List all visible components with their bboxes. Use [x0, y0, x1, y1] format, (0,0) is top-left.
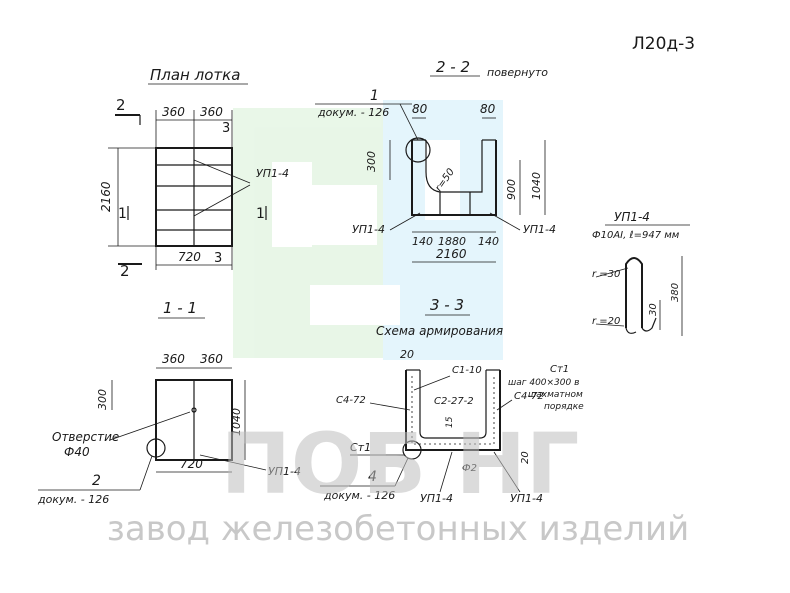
section-11-dim-left: 360: [162, 352, 185, 366]
section-33-ct1-top: Ст1: [550, 364, 569, 375]
plan-dim-top-left: 360: [162, 105, 185, 119]
section-22-callout-doc: докум. - 126: [317, 106, 389, 119]
section-11-dim-1040: 1040: [230, 408, 243, 436]
watermark-brand: ПОБ НГ: [221, 415, 580, 513]
section-33-dim-20: 20: [400, 348, 414, 361]
loop-title: УП1-4: [614, 210, 650, 224]
section-22-dim-140-right: 140: [478, 235, 499, 248]
loop-detail: УП1-4 Ф10АI, ℓ=947 мм r =30 r =20 30 380: [592, 210, 690, 336]
section-22-note: повернуто: [487, 66, 548, 79]
loop-dim-30: 30: [648, 303, 659, 316]
loop-r20: r =20: [592, 316, 620, 327]
plan-view: План лотка 360 360 2160 720 2 2 1 1: [99, 66, 289, 280]
watermark-logo: [233, 100, 503, 360]
section-11-hole-label: Отверстие: [52, 430, 119, 444]
plan-section-3-bottom: 3: [214, 251, 222, 266]
section-11-callout-doc: докум. - 126: [37, 493, 109, 506]
plan-dim-top-right: 360: [200, 105, 223, 119]
section-22-rebar-right: УП1-4: [523, 223, 556, 236]
section-22-dim-1880: 1880: [438, 235, 466, 248]
plan-section-1-left: 1: [118, 206, 127, 222]
section-33-mesh-c1: С1-10: [452, 365, 482, 376]
section-33-mesh-c4-left: С4-72: [336, 395, 366, 406]
section-11-dim-720: 720: [180, 457, 203, 471]
section-11-rebar: УП1-4: [268, 465, 301, 478]
section-22-dim-wall-left: 80: [412, 102, 428, 116]
plan-dim-length: 2160: [99, 181, 113, 212]
plan-section-2-top: 2: [116, 96, 126, 114]
section-22-dim-2160: 2160: [436, 247, 467, 261]
section-33-step-note-3: порядке: [544, 402, 584, 412]
section-11-dim-right: 360: [200, 352, 223, 366]
plan-title: План лотка: [150, 66, 240, 84]
section-22-callout-num: 1: [370, 88, 379, 104]
plan-dim-bottom: 720: [178, 250, 201, 264]
section-22-dim-1040: 1040: [530, 172, 543, 200]
section-33-dim-20-right: 20: [520, 451, 531, 464]
section-33-step-note-1: шаг 400×300 в: [508, 378, 579, 388]
section-33-mesh-c2: С2-27-2: [434, 396, 474, 407]
section-22-dim-300: 300: [365, 151, 378, 172]
loop-dim-380: 380: [670, 283, 681, 302]
section-33-phi2: Ф2: [462, 463, 477, 474]
section-11-callout-num: 2: [92, 473, 101, 489]
section-11-dim-300: 300: [96, 389, 109, 410]
section-22-rebar-left: УП1-4: [352, 223, 385, 236]
plan-rebar-label: УП1-4: [256, 167, 289, 180]
section-3-3: 3 - 3 Схема армирования 20 С1-10 Ст1 шаг…: [320, 296, 584, 505]
section-33-ct1-left: Ст1: [350, 441, 371, 454]
section-11-hole-dia: Ф40: [64, 445, 90, 459]
section-2-2: 2 - 2 повернуто 1 докум. - 126 80 80 300…: [315, 58, 556, 263]
loop-r30: r =30: [592, 269, 620, 280]
section-33-step-note-2: шахматном: [528, 390, 583, 400]
watermark-tagline: завод железобетонных изделий: [107, 509, 689, 549]
section-1-1: 1 - 1 360 360 300 1040 Отверстие Ф40 720…: [37, 299, 301, 506]
section-33-title: 3 - 3: [430, 296, 464, 314]
section-33-callout-doc: докум. - 126: [323, 489, 395, 502]
section-22-dim-900: 900: [505, 179, 518, 200]
section-22-dim-wall-right: 80: [480, 102, 496, 116]
plan-section-3-top: 3: [222, 121, 230, 136]
plan-section-2-bottom: 2: [120, 262, 130, 280]
section-33-dim-15: 15: [445, 416, 455, 428]
sheet-code: Л20д-3: [632, 34, 695, 54]
section-22-title: 2 - 2: [436, 58, 470, 76]
loop-spec: Ф10АI, ℓ=947 мм: [592, 230, 680, 241]
section-33-mesh-c4-right: С4-72: [514, 391, 544, 402]
section-33-subtitle: Схема армирования: [376, 324, 503, 338]
section-33-rebar-right: УП1-4: [510, 492, 543, 505]
plan-section-1-right: 1: [256, 206, 265, 222]
section-33-rebar-left: УП1-4: [420, 492, 453, 505]
section-11-title: 1 - 1: [163, 299, 197, 317]
section-22-dim-140-left: 140: [412, 235, 433, 248]
section-33-callout-num: 4: [368, 469, 377, 485]
